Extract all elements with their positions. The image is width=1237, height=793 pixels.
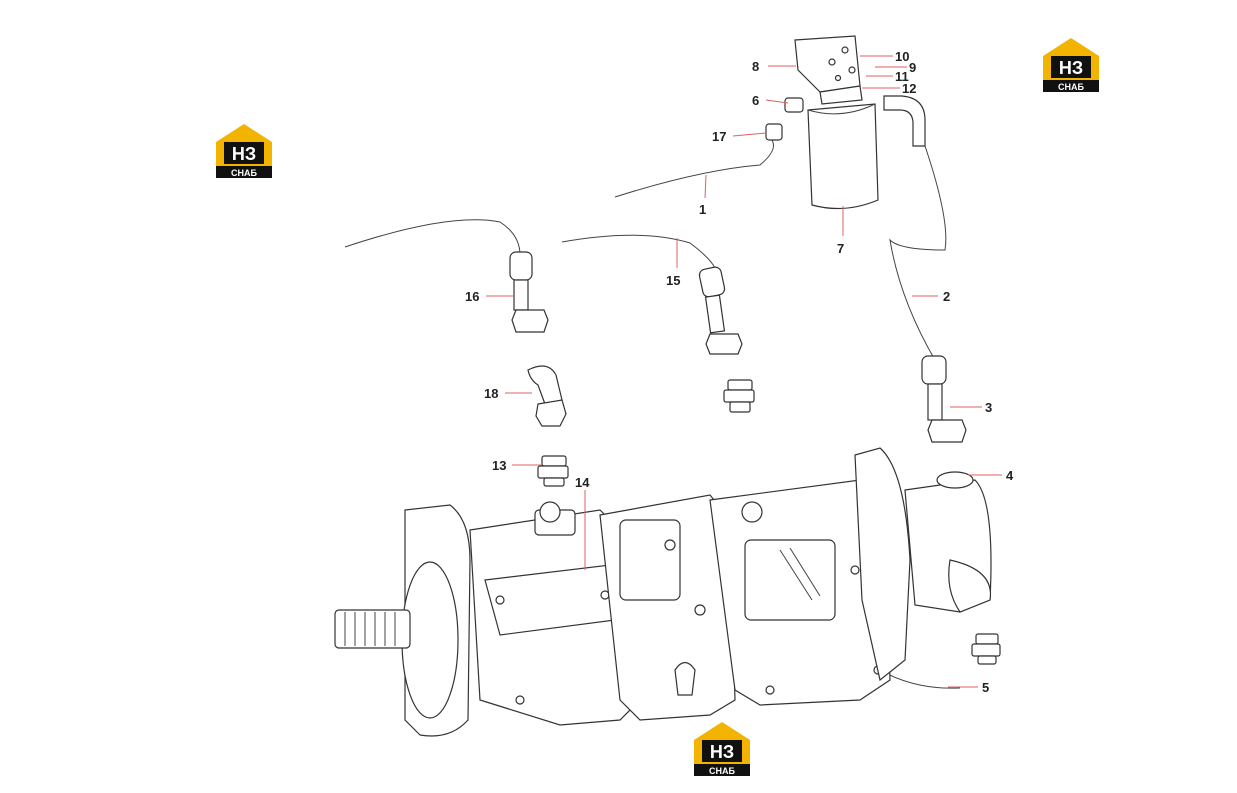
logo-icon: НЗ СНАБ <box>1043 38 1099 92</box>
logo-top-text: НЗ <box>1059 58 1083 78</box>
elbow-fitting-18 <box>527 365 567 427</box>
callout-7: 7 <box>837 241 844 256</box>
callouts: 1 2 3 4 5 6 7 8 9 10 11 12 13 14 15 16 1 <box>465 49 1014 695</box>
hose-15 <box>561 234 716 269</box>
callout-13: 13 <box>492 458 506 473</box>
logo-bottom-text: СНАБ <box>231 168 257 178</box>
callout-8: 8 <box>752 59 759 74</box>
adapter-fitting-13 <box>537 455 569 487</box>
callout-1: 1 <box>699 202 706 217</box>
hose-end-3 <box>921 355 967 443</box>
callout-9: 9 <box>909 60 916 75</box>
callout-16: 16 <box>465 289 479 304</box>
hose-1 <box>614 139 774 198</box>
hose-2 <box>889 145 947 361</box>
hose-16 <box>344 219 521 256</box>
adapter-fitting-right <box>971 633 1001 665</box>
elbow-fitting-right <box>883 95 926 147</box>
logo-icon: НЗ СНАБ <box>216 124 272 178</box>
hose-end-15 <box>698 266 743 355</box>
callout-5: 5 <box>982 680 989 695</box>
filter-head <box>794 35 863 105</box>
callout-10: 10 <box>895 49 909 64</box>
callout-3: 3 <box>985 400 992 415</box>
callout-15: 15 <box>666 273 680 288</box>
filter-canister <box>807 103 879 210</box>
logo-bottom-text: СНАБ <box>1058 82 1084 92</box>
callout-6: 6 <box>752 93 759 108</box>
callout-4: 4 <box>1006 468 1014 483</box>
callout-14: 14 <box>575 475 590 490</box>
adapter-fitting-middle <box>723 379 755 413</box>
watermark-logo-left: НЗ СНАБ <box>214 122 274 180</box>
logo-top-text: НЗ <box>710 742 734 762</box>
logo-icon: НЗ СНАБ <box>694 722 750 776</box>
callout-18: 18 <box>484 386 498 401</box>
logo-bottom-text: СНАБ <box>709 766 735 776</box>
callout-12: 12 <box>902 81 916 96</box>
fitting-6 <box>784 97 804 113</box>
callout-17: 17 <box>712 129 726 144</box>
callout-2: 2 <box>943 289 950 304</box>
callout-11: 11 <box>895 69 909 84</box>
logo-top-text: НЗ <box>232 144 256 164</box>
fitting-17 <box>765 123 783 141</box>
watermark-logo-right: НЗ СНАБ <box>1041 36 1101 94</box>
watermark-logo-bottom: НЗ СНАБ <box>692 720 752 778</box>
hose-end-16 <box>509 251 549 333</box>
pump-assembly <box>334 447 992 737</box>
